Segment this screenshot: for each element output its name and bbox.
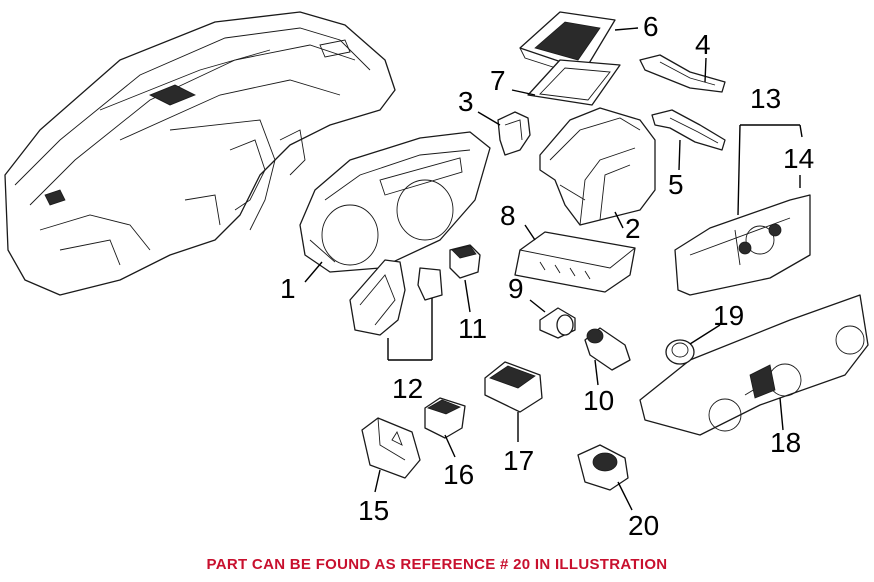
socket-drawing: [584, 327, 631, 371]
label-6: 6: [643, 11, 659, 42]
tray-mat-drawing: [527, 59, 621, 106]
label-8: 8: [500, 200, 516, 231]
power-outlet-drawing: [577, 444, 629, 491]
label-4: 4: [695, 29, 711, 60]
label-16: 16: [443, 459, 474, 490]
label-2: 2: [625, 213, 641, 244]
label-13: 13: [750, 83, 781, 114]
storage-tray-drawing: [519, 11, 616, 79]
label-5: 5: [668, 169, 684, 200]
label-17: 17: [503, 445, 534, 476]
label-12: 12: [392, 373, 423, 404]
switch-panel-drawing: [514, 231, 636, 293]
switch-11-drawing: [449, 244, 481, 279]
bracket-5-drawing: [651, 109, 726, 151]
label-20: 20: [628, 510, 659, 541]
label-10: 10: [583, 385, 614, 416]
bracket-4-drawing: [639, 54, 726, 93]
instrument-cluster-drawing: [299, 131, 491, 273]
reference-note: PART CAN BE FOUND AS REFERENCE # 20 IN I…: [206, 556, 668, 573]
label-19: 19: [713, 300, 744, 331]
label-11: 11: [458, 313, 487, 344]
bracket-12-drawing: [349, 259, 443, 336]
climate-control-drawing: [639, 294, 869, 436]
lighter-drawing: [539, 307, 576, 339]
bracket-3-drawing: [497, 111, 531, 156]
dashboard-drawing: [4, 11, 396, 296]
label-14: 14: [783, 143, 814, 174]
label-18: 18: [770, 427, 801, 458]
switch-16-drawing: [424, 397, 466, 439]
label-7: 7: [490, 65, 506, 96]
leader-lines: [304, 27, 803, 511]
reference-numbers: 1 2 3 4 5 6 7 8 9 10 11 12 13 14 15 16 1…: [280, 11, 814, 541]
label-3: 3: [458, 86, 474, 117]
label-9: 9: [508, 273, 524, 304]
hazard-switch-drawing: [361, 417, 421, 479]
switch-17-drawing: [484, 361, 543, 413]
trim-panel-drawing: [674, 194, 811, 296]
knob-drawing: [665, 339, 695, 365]
center-housing-drawing: [539, 107, 656, 226]
label-15: 15: [358, 495, 389, 526]
label-1: 1: [280, 273, 296, 304]
